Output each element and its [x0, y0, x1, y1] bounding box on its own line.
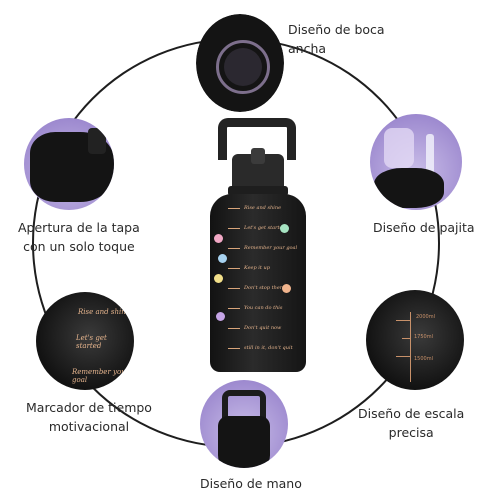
bottle-body: Rise and shine Let's get started Remembe…: [210, 194, 306, 372]
bottle-label-0: Rise and shine: [244, 205, 282, 211]
straw-label: Diseño de pajita: [373, 220, 475, 235]
wide-mouth-image: [196, 14, 284, 112]
bottle-label-1: Let's get started: [244, 225, 286, 231]
bottle-label-2: Remember your goal: [244, 245, 298, 251]
scale-image: 2000ml 1750ml 1500ml: [366, 290, 464, 390]
bottle-label-7: still in it, don't quit: [244, 345, 293, 351]
water-bottle-image: Rise and shine Let's get started Remembe…: [210, 118, 306, 372]
wide-mouth-label: Diseño de boca ancha: [288, 22, 385, 56]
bottle-label-6: Don't quit now: [244, 325, 282, 331]
sticker-icon: [214, 274, 223, 283]
sticker-icon: [282, 284, 291, 293]
one-touch-lid-image: [24, 118, 114, 210]
sticker-icon: [218, 254, 227, 263]
straw-image: [370, 114, 462, 210]
cap-button: [251, 148, 265, 164]
one-touch-lid-label: Apertura de la tapa con un solo toque: [18, 220, 140, 254]
bottle-label-3: Keep it up: [244, 265, 270, 271]
bottle-label-4: Don't stop there: [244, 285, 286, 291]
time-marker-image: Rise and shine Let's get started Remembe…: [36, 292, 134, 390]
handle-label: Diseño de mano: [200, 476, 302, 491]
sticker-icon: [216, 312, 225, 321]
sticker-icon: [214, 234, 223, 243]
bottle-handle: [218, 118, 296, 160]
handle-image: [200, 380, 288, 468]
bottle-label-5: You can do this: [244, 305, 283, 311]
time-marker-label: Marcador de tiempo motivacional: [26, 400, 152, 434]
sticker-icon: [280, 224, 289, 233]
scale-label: Diseño de escala precisa: [358, 406, 465, 440]
